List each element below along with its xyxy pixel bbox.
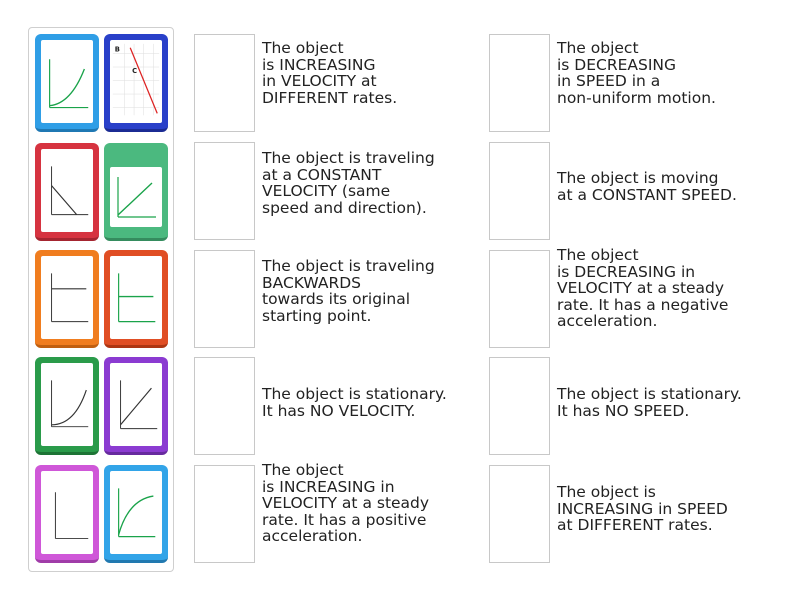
description-row4-a: The object is stationary. It has NO VELO… — [262, 385, 447, 420]
velocity-decreasing-graph-tile[interactable] — [35, 143, 99, 241]
velocity-flat-graph-tile[interactable] — [35, 250, 99, 348]
description-row1-a: The object is INCREASING in VELOCITY at … — [262, 39, 398, 107]
graph-label-b: B — [115, 46, 120, 54]
velocity-linear-graph-tile[interactable] — [104, 357, 168, 455]
drop-slot-r3-a[interactable] — [194, 250, 255, 348]
distance-time-graph-tile[interactable]: B C — [104, 34, 168, 132]
drop-slot-r5-b[interactable] — [489, 465, 550, 563]
drop-slot-r2-a[interactable] — [194, 142, 255, 240]
speed-curve-up-tile[interactable] — [35, 357, 99, 455]
drop-slot-r1-a[interactable] — [194, 34, 255, 132]
description-row1-b: The object is DECREASING in SPEED in a n… — [557, 39, 716, 107]
drop-slot-r3-b[interactable] — [489, 250, 550, 348]
velocity-curve-graph-tile[interactable] — [35, 34, 99, 132]
drop-slot-r5-a[interactable] — [194, 465, 255, 563]
description-row5-b: The object is INCREASING in SPEED at DIF… — [557, 483, 728, 534]
drop-slot-r2-b[interactable] — [489, 142, 550, 240]
description-row2-b: The object is moving at a CONSTANT SPEED… — [557, 169, 737, 204]
description-row2-a: The object is traveling at a CONSTANT VE… — [262, 149, 435, 217]
speed-flat-graph-tile[interactable] — [104, 250, 168, 348]
drop-slot-r1-b[interactable] — [489, 34, 550, 132]
speed-constant-line-tile[interactable] — [104, 143, 168, 241]
drop-slot-r4-b[interactable] — [489, 357, 550, 455]
velocity-zero-graph-tile[interactable] — [35, 465, 99, 563]
speed-curve-down-tile[interactable] — [104, 465, 168, 563]
description-row3-b: The object is DECREASING in VELOCITY at … — [557, 246, 729, 330]
drop-slot-r4-a[interactable] — [194, 357, 255, 455]
description-row3-a: The object is traveling BACKWARDS toward… — [262, 257, 435, 325]
graph-label-c: C — [132, 67, 137, 75]
description-row5-a: The object is INCREASING in VELOCITY at … — [262, 461, 430, 545]
description-row4-b: The object is stationary. It has NO SPEE… — [557, 385, 742, 420]
